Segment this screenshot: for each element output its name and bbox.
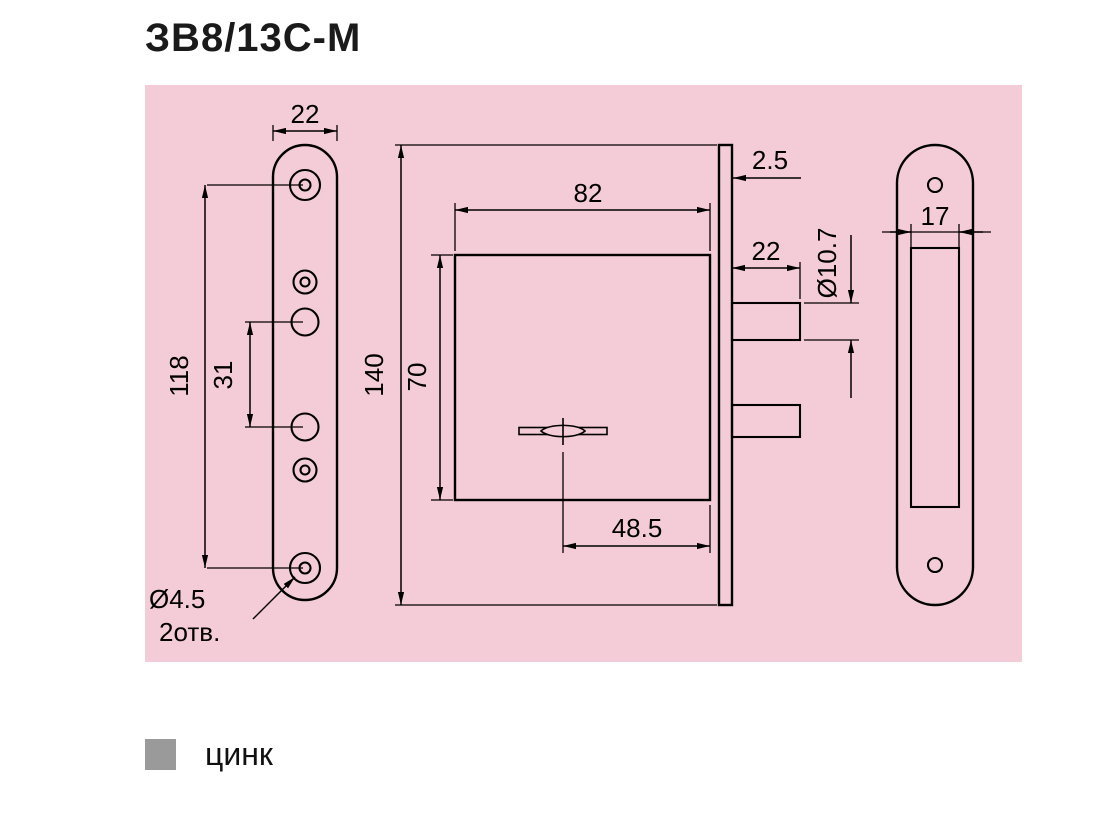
- top-bolt: [730, 301, 802, 342]
- dim-faceplate-height: 140: [359, 144, 717, 606]
- note-hole-diameter: Ø4.5 2отв.: [149, 576, 296, 647]
- faceplate-edge-outline: [717, 143, 734, 607]
- dim-slot-width: 17: [882, 201, 991, 247]
- strike-plate-top-hole: [926, 176, 944, 194]
- hole-diameter-label: Ø4.5: [149, 584, 205, 614]
- dim-holes-span: 118: [164, 184, 303, 569]
- material-label: цинк: [205, 736, 273, 772]
- dim-body-length-label: 82: [574, 178, 603, 208]
- dim-faceplate-height-label: 140: [359, 353, 389, 396]
- faceplate-front-view: [271, 143, 339, 602]
- faceplate-ring-hole-upper: [292, 269, 318, 295]
- dim-bolt-diameter: Ø10.7: [804, 228, 859, 398]
- lock-technical-drawing: 22 118 31 Ø4.5 2отв.: [149, 99, 991, 647]
- dim-faceplate-thickness: 2.5: [733, 145, 801, 182]
- dim-faceplate-width-label: 22: [291, 99, 320, 129]
- faceplate-outline: [271, 143, 339, 602]
- strike-plate-front-view: [895, 143, 975, 607]
- lock-case-outline: [453, 253, 712, 502]
- dim-slot-width-label: 17: [921, 201, 950, 231]
- drawing-title: ЗВ8/13С-М: [145, 16, 362, 60]
- material-legend: цинк: [145, 736, 273, 773]
- dim-bolt-diameter-label: Ø10.7: [812, 228, 842, 299]
- material-swatch: [145, 739, 176, 770]
- dim-holes-span-label: 118: [164, 355, 194, 396]
- dim-keyhole-offset-label: 48.5: [612, 513, 663, 543]
- dim-middle-holes-span-label: 31: [208, 361, 238, 390]
- dim-keyhole-offset: 48.5: [562, 452, 711, 553]
- dim-body-height-label: 70: [402, 363, 432, 392]
- dim-body-height: 70: [402, 254, 453, 501]
- strike-plate-outline: [895, 143, 975, 607]
- hole-count-label: 2отв.: [159, 617, 220, 647]
- dim-faceplate-width: 22: [272, 99, 338, 141]
- dim-middle-holes-span: 31: [208, 321, 303, 428]
- bottom-bolt: [730, 403, 802, 439]
- lock-body-side-view: [453, 143, 802, 607]
- dim-bolt-length-label: 22: [752, 236, 781, 266]
- dim-body-length: 82: [454, 178, 711, 251]
- strike-plate-bottom-hole: [926, 556, 944, 574]
- dim-bolt-length: 22: [732, 236, 801, 299]
- dim-faceplate-thickness-label: 2.5: [752, 145, 788, 175]
- faceplate-ring-hole-lower: [292, 457, 318, 483]
- strike-plate-slot: [909, 246, 961, 509]
- drawing-area: 22 118 31 Ø4.5 2отв.: [145, 85, 1022, 662]
